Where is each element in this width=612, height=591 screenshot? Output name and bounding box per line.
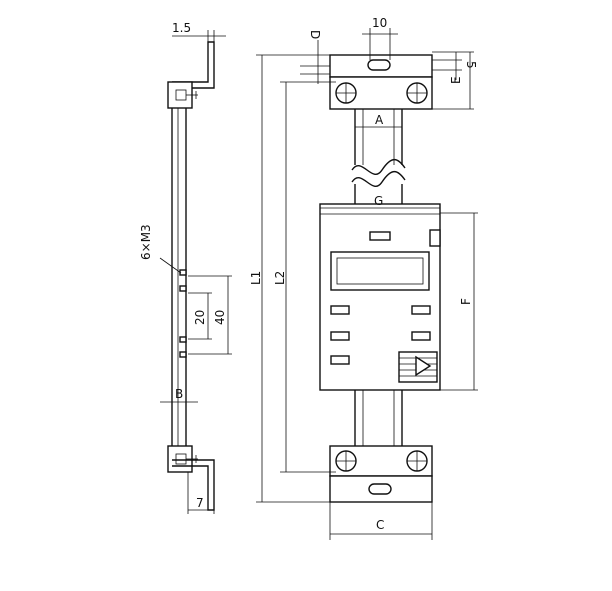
play-arrow-icon (398, 351, 438, 383)
label-5: 5 (464, 61, 478, 69)
label-e: E (449, 76, 463, 84)
label-l1: L1 (249, 271, 263, 285)
bottom-slot (368, 483, 392, 495)
label-f: F (459, 298, 473, 305)
label-7: 7 (196, 496, 204, 510)
keypad-buttons (330, 305, 431, 365)
label-b: B (175, 387, 183, 401)
label-l2: L2 (273, 271, 287, 285)
screw-icon (335, 82, 357, 104)
indicator-led (369, 231, 391, 241)
screw-icon (335, 450, 357, 472)
label-20: 20 (193, 310, 207, 325)
label-d: D (308, 30, 322, 39)
front-view (256, 28, 478, 540)
label-6xm3: 6×M3 (139, 224, 153, 260)
side-view (159, 30, 232, 514)
screw-icon (406, 82, 428, 104)
label-40: 40 (213, 310, 227, 325)
label-10: 10 (372, 16, 387, 30)
side-screw-pins (179, 269, 187, 358)
side-connector (429, 229, 441, 247)
top-slot (367, 59, 391, 71)
screw-icon (406, 450, 428, 472)
label-g: G (374, 194, 383, 208)
label-1-5: 1.5 (172, 21, 191, 35)
label-c: C (376, 518, 384, 532)
label-a: A (375, 113, 384, 127)
